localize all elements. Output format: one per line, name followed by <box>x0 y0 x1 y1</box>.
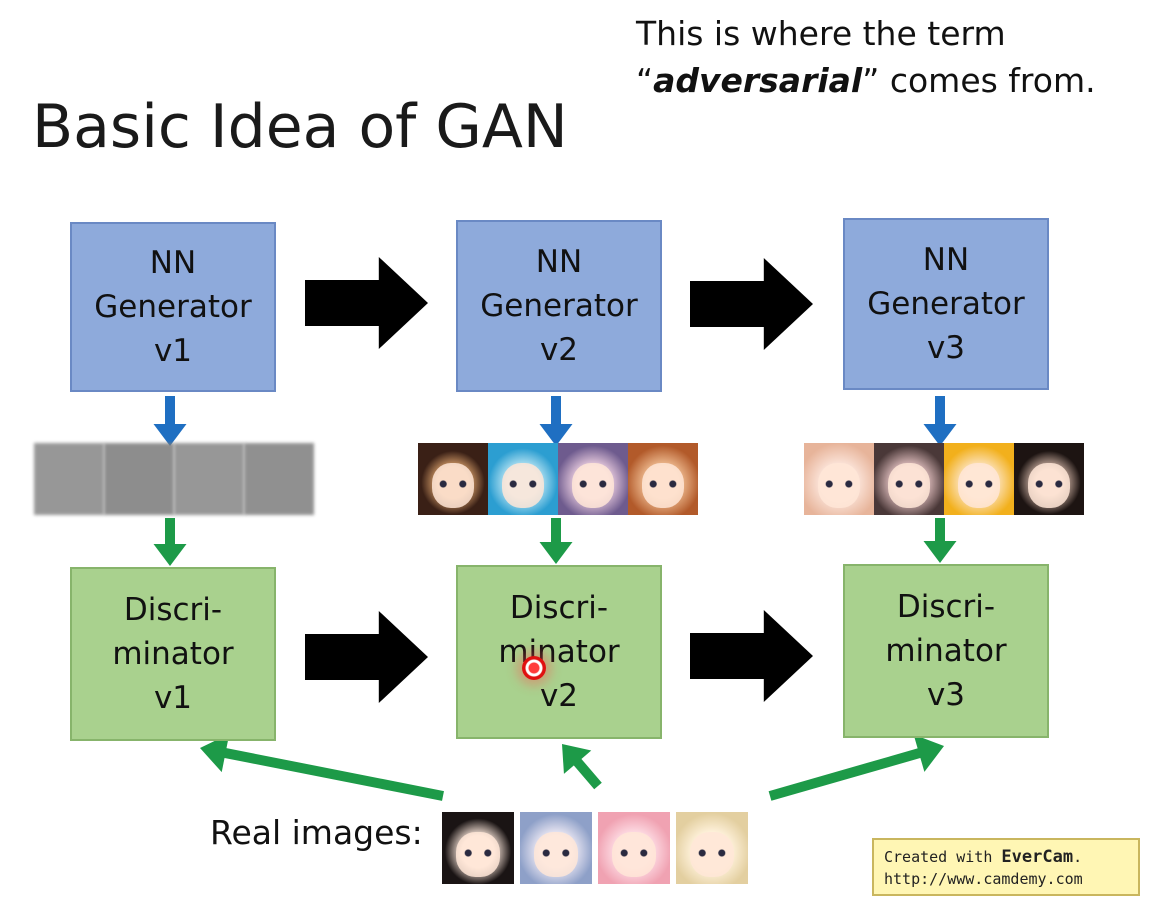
real-arrow-to-v2 <box>562 744 602 790</box>
generated-image <box>244 443 314 515</box>
discriminator-arrow-v2-v3 <box>690 610 813 702</box>
note-text: This is where the term “adversarial” com… <box>636 10 1096 104</box>
generator-arrow-v2-v3 <box>690 258 813 350</box>
generated-image <box>874 443 944 515</box>
generated-image <box>174 443 244 515</box>
real-arrow-to-v1 <box>200 733 444 801</box>
generated-image <box>34 443 104 515</box>
pointer-cursor-icon <box>522 656 546 680</box>
generated-image <box>104 443 174 515</box>
blue-arrow-v3 <box>923 396 957 446</box>
generated-image <box>488 443 558 515</box>
generated-images-v2 <box>418 443 698 515</box>
generated-images-v3 <box>804 443 1084 515</box>
note-line-1: This is where the term <box>636 14 1006 53</box>
real-image <box>520 812 592 884</box>
blue-arrow-v2 <box>539 396 573 446</box>
real-arrow-to-v3 <box>768 734 944 801</box>
green-arrow-v3 <box>923 518 957 563</box>
green-arrow-v2 <box>539 518 573 564</box>
note-line-2: “adversarial” comes from. <box>636 61 1096 100</box>
generated-images-v1 <box>34 443 314 515</box>
real-images <box>442 812 748 884</box>
real-images-label: Real images: <box>210 813 423 852</box>
generated-image <box>804 443 874 515</box>
generator-arrow-v1-v2 <box>305 257 428 349</box>
discriminator-arrow-v1-v2 <box>305 611 428 703</box>
real-image <box>442 812 514 884</box>
blue-arrow-v1 <box>153 396 187 446</box>
generated-image <box>558 443 628 515</box>
real-image <box>676 812 748 884</box>
evercam-watermark: Created with EverCam. http://www.camdemy… <box>872 838 1140 896</box>
generated-image <box>944 443 1014 515</box>
green-arrow-v1 <box>153 518 187 566</box>
slide-title: Basic Idea of GAN <box>32 92 568 162</box>
generated-image <box>628 443 698 515</box>
generated-image <box>418 443 488 515</box>
real-image <box>598 812 670 884</box>
note-emphasis: adversarial <box>653 61 863 100</box>
generated-image <box>1014 443 1084 515</box>
